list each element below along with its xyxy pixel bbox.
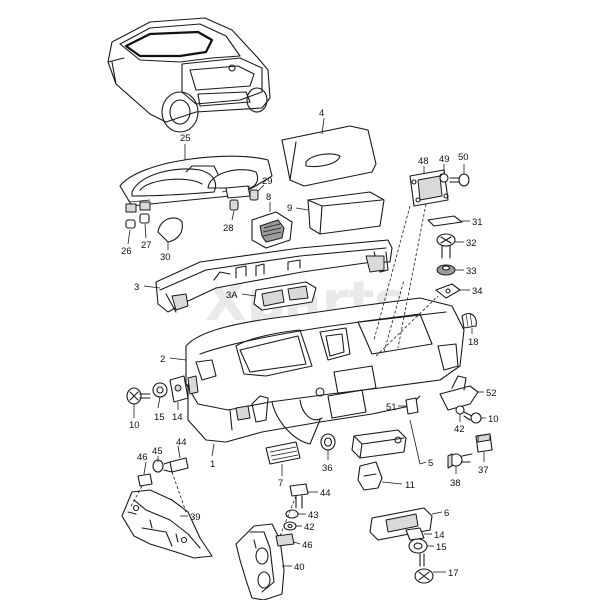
part-39-bracket bbox=[121, 489, 213, 559]
part-3-cross-member bbox=[155, 239, 393, 313]
callout-42-center: 42 bbox=[304, 522, 315, 533]
part-31-cover bbox=[427, 215, 463, 227]
callout-28: 28 bbox=[223, 223, 234, 234]
part-17-screw bbox=[414, 553, 434, 584]
callout-46-left: 46 bbox=[137, 452, 148, 463]
callout-10-left: 10 bbox=[129, 420, 140, 431]
callout-44-center: 44 bbox=[320, 488, 331, 499]
callout-49: 49 bbox=[439, 154, 450, 165]
part-51-clip bbox=[405, 397, 419, 415]
callout-38: 38 bbox=[450, 478, 461, 489]
part-40-support-bracket bbox=[235, 523, 285, 600]
callout-3a: 3A bbox=[226, 290, 238, 301]
part-15-washer-left bbox=[152, 382, 168, 398]
callout-8: 8 bbox=[266, 192, 271, 203]
part-3a-air-duct bbox=[253, 281, 317, 311]
part-50-screw bbox=[449, 173, 470, 187]
callout-26: 26 bbox=[121, 246, 132, 257]
part-52-bracket bbox=[439, 375, 479, 411]
callout-25: 25 bbox=[180, 133, 191, 144]
callout-48: 48 bbox=[418, 156, 429, 167]
callout-52: 52 bbox=[486, 388, 497, 399]
part-26-27-bulbs bbox=[125, 201, 151, 229]
callout-31: 31 bbox=[472, 217, 483, 228]
callout-50: 50 bbox=[458, 152, 469, 163]
callout-46-center: 46 bbox=[302, 540, 313, 551]
part-33-nut bbox=[436, 264, 456, 276]
callout-5: 5 bbox=[428, 458, 433, 469]
part-44-43-42-46-fastener-stack bbox=[275, 483, 309, 547]
callout-11: 11 bbox=[405, 480, 415, 491]
callout-45: 45 bbox=[152, 446, 163, 457]
callout-51: 51 bbox=[386, 402, 397, 413]
callout-29: 29 bbox=[262, 176, 273, 187]
part-18-vent-louver bbox=[461, 312, 477, 329]
callout-34: 34 bbox=[472, 286, 483, 297]
part-9-storage-tray bbox=[307, 191, 385, 235]
part-30-cover bbox=[157, 217, 183, 243]
callout-14-left: 14 bbox=[172, 412, 183, 423]
part-36-ring bbox=[320, 433, 336, 451]
part-38-connector bbox=[447, 453, 473, 469]
callout-43: 43 bbox=[308, 510, 319, 521]
callout-37: 37 bbox=[478, 465, 489, 476]
callout-9: 9 bbox=[287, 203, 292, 214]
callout-15-right: 15 bbox=[436, 542, 447, 553]
part-14-clip-right bbox=[405, 527, 425, 541]
callout-3: 3 bbox=[134, 282, 139, 293]
callout-33: 33 bbox=[466, 266, 477, 277]
callout-6: 6 bbox=[444, 508, 449, 519]
part-5-ignition-unit bbox=[351, 429, 407, 459]
part-34-clip bbox=[435, 283, 461, 299]
part-28-29-switches bbox=[225, 185, 259, 211]
callout-42-right: 42 bbox=[454, 424, 465, 435]
callout-7: 7 bbox=[278, 478, 283, 489]
part-11-lock-cylinder bbox=[357, 461, 383, 491]
part-8-air-vent bbox=[251, 211, 293, 249]
part-49-washer bbox=[439, 173, 449, 183]
car-illustration bbox=[107, 17, 271, 133]
callout-14-right: 14 bbox=[434, 530, 445, 541]
callout-4: 4 bbox=[319, 108, 324, 119]
callout-17: 17 bbox=[448, 568, 459, 579]
callout-2: 2 bbox=[160, 354, 165, 365]
callout-27: 27 bbox=[141, 240, 152, 251]
callout-30: 30 bbox=[160, 252, 171, 263]
part-10-screw-left bbox=[126, 387, 151, 405]
callout-40: 40 bbox=[294, 562, 305, 573]
part-4-glovebox-lid bbox=[281, 125, 377, 187]
part-37-relay bbox=[475, 433, 493, 453]
part-15-washer-right bbox=[408, 538, 428, 554]
callout-15-left: 15 bbox=[154, 412, 165, 423]
callout-18: 18 bbox=[468, 337, 479, 348]
part-25-instrument-cluster-trim bbox=[119, 155, 273, 207]
part-32-screw bbox=[436, 233, 456, 259]
part-7-lower-vent bbox=[265, 441, 301, 465]
callout-44-left: 44 bbox=[176, 437, 187, 448]
callout-10-right: 10 bbox=[488, 414, 499, 425]
callout-1: 1 bbox=[210, 459, 215, 470]
callout-36: 36 bbox=[322, 463, 333, 474]
callout-39: 39 bbox=[190, 512, 201, 523]
part-2-dashboard-panel bbox=[185, 279, 465, 445]
callout-32: 32 bbox=[466, 238, 477, 249]
part-14-clip-left bbox=[169, 375, 199, 403]
